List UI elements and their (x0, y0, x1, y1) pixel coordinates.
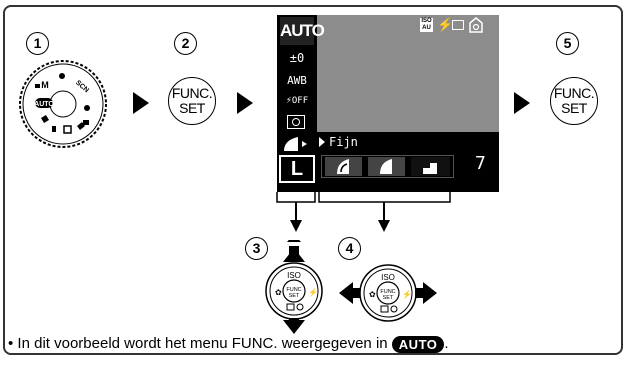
caption: • In dit voorbeeld wordt het menu FUNC. … (8, 335, 449, 353)
shots-remaining: 7 (475, 153, 486, 174)
lcd-mode-auto: AUTO (280, 17, 325, 45)
lcd-preview-area (317, 15, 499, 132)
compression-options (321, 155, 454, 178)
auto-icon (469, 17, 483, 33)
svg-text:⚡: ⚡ (402, 289, 412, 299)
lcd-metering-icon (287, 115, 305, 129)
func-label-2: FUNC. (553, 85, 595, 101)
lcd-flash-off: ⚡OFF (285, 95, 309, 106)
caption-end: . (444, 335, 449, 352)
arrow-right-3 (514, 92, 530, 114)
selection-brackets (276, 192, 451, 232)
control-pad-left-right-icon: ISO FUNC SET ✿ ⚡ (339, 264, 437, 322)
dial-label-m: M (41, 80, 49, 90)
svg-text:⚡: ⚡ (308, 287, 318, 297)
pad2-iso-label: ISO (381, 273, 395, 282)
svg-text:✿: ✿ (275, 288, 282, 297)
lcd-white-balance: AWB (287, 74, 307, 87)
step-4-number: 4 (338, 237, 361, 260)
illustration-frame (3, 5, 623, 355)
step-1-number: 1 (26, 32, 49, 55)
caption-text: • In dit voorbeeld wordt het menu FUNC. … (8, 335, 388, 352)
pad2-func-label: FUNC (380, 289, 395, 295)
pad2-set-label: SET (383, 295, 394, 301)
auto-mode-badge: AUTO (391, 335, 445, 353)
control-pad-up-down-icon: ISO FUNC SET ✿ ⚡ (265, 240, 323, 334)
pad-iso-label: ISO (287, 271, 301, 280)
func-label: FUNC. (171, 85, 213, 101)
set-label-2: SET (561, 100, 587, 116)
option-normal (411, 157, 450, 176)
option-fine (368, 157, 405, 176)
func-set-button-icon: FUNC. SET (168, 77, 216, 125)
menu-pointer-icon (319, 137, 325, 147)
lcd-exposure: ±0 (289, 51, 305, 65)
menu-label-fijn: Fijn (329, 135, 358, 149)
func-set-button-icon-2: FUNC. SET (550, 77, 598, 125)
step-3-number: 3 (245, 237, 268, 260)
arrow-right-1 (133, 92, 149, 114)
set-label: SET (179, 100, 205, 116)
pad-func-label: FUNC (286, 287, 301, 293)
step-2-number: 2 (174, 32, 197, 55)
svg-text:✿: ✿ (369, 290, 376, 299)
step-5-number: 5 (556, 32, 579, 55)
single-shot-icon (452, 20, 464, 30)
dial-label-auto: AUTO (34, 101, 54, 108)
lcd-compression-icon (284, 137, 307, 151)
arrow-right-2 (237, 92, 253, 114)
pad-set-label: SET (289, 293, 300, 299)
option-superfine (325, 157, 362, 176)
mode-dial-icon: AUTO M SCN (19, 60, 107, 148)
lcd-size-l: L (279, 155, 315, 183)
flash-auto-icon: ⚡ (437, 17, 454, 32)
